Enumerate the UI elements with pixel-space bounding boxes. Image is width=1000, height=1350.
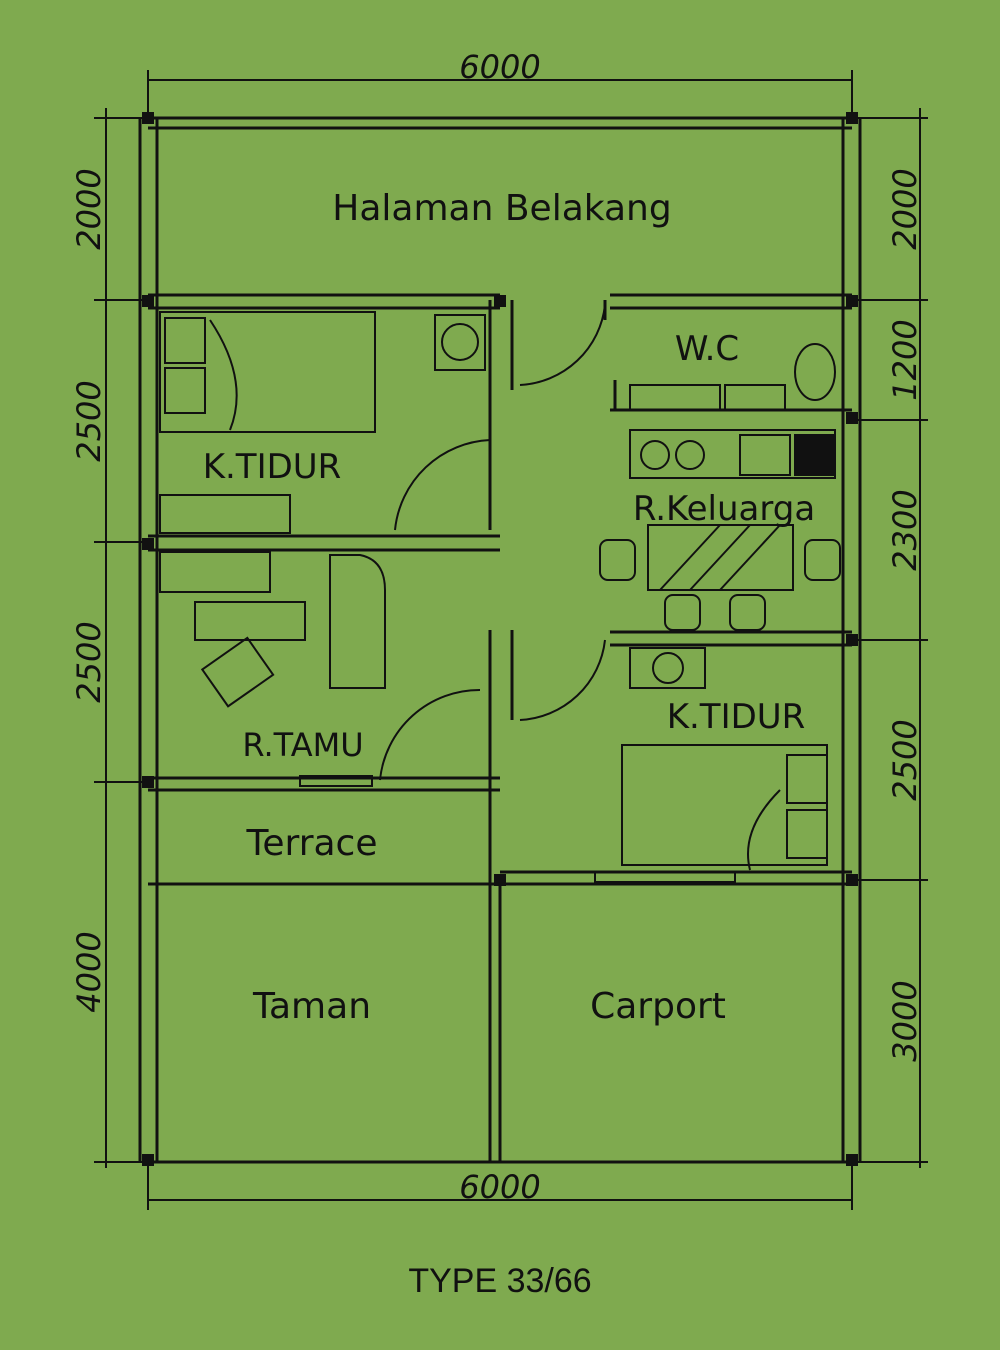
room-bedroom-2: K.TIDUR — [667, 697, 806, 737]
dim-right-1: 2000 — [886, 168, 924, 249]
room-backyard: Halaman Belakang — [332, 188, 671, 229]
plan-title: TYPE 33/66 — [408, 1262, 592, 1300]
dimension-labels: 6000 6000 2000 2500 2500 4000 2000 1200 … — [70, 48, 924, 1206]
room-garden: Taman — [252, 986, 371, 1027]
furniture — [159, 311, 841, 883]
room-family: R.Keluarga — [633, 489, 815, 529]
dim-bottom: 6000 — [459, 1168, 540, 1206]
dim-right-4: 2500 — [886, 719, 924, 800]
dim-left-2: 2500 — [70, 380, 108, 461]
dim-left-3: 2500 — [70, 621, 108, 702]
dim-right-3: 2300 — [886, 489, 924, 570]
dim-left-1: 2000 — [70, 168, 108, 249]
dimension-lines — [94, 70, 928, 1210]
room-terrace: Terrace — [246, 823, 378, 864]
room-bedroom-1: K.TIDUR — [203, 447, 342, 487]
room-wc: W.C — [675, 329, 739, 369]
room-carport: Carport — [590, 986, 726, 1027]
dim-right-2: 1200 — [886, 319, 924, 400]
doors — [379, 304, 606, 781]
room-living: R.TAMU — [242, 726, 363, 764]
room-labels: Halaman Belakang K.TIDUR W.C R.Keluarga … — [203, 188, 815, 1027]
dim-right-5: 3000 — [886, 980, 924, 1061]
dim-top: 6000 — [459, 48, 540, 86]
columns — [142, 112, 858, 1166]
dim-left-4: 4000 — [70, 931, 108, 1012]
